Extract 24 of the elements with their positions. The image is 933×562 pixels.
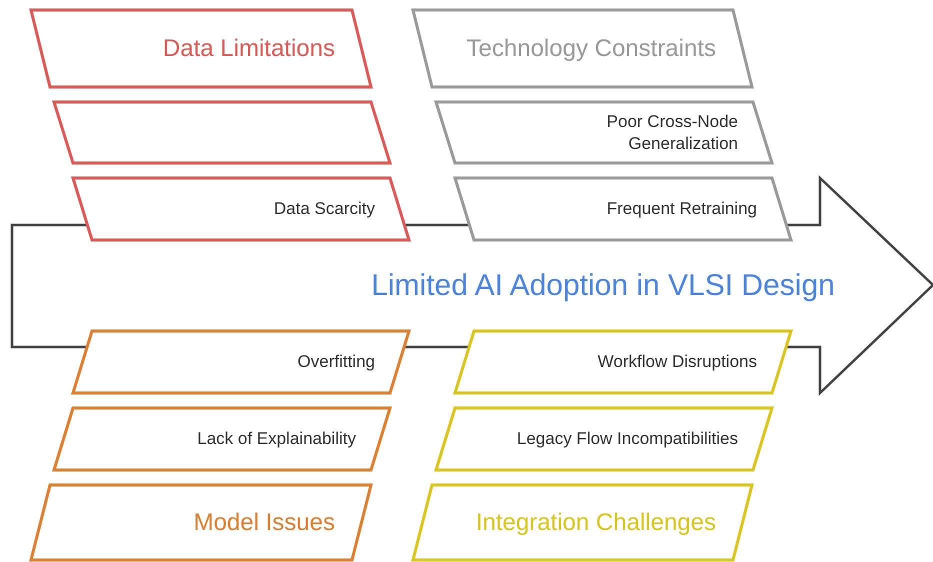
category-heading: Model Issues <box>192 508 335 538</box>
parallelogram-box <box>413 10 752 87</box>
parallelogram-box <box>455 178 791 240</box>
parallelogram-box <box>54 408 390 470</box>
category-heading: Technology Constraints <box>466 34 716 64</box>
category-heading: Integration Challenges <box>474 508 716 538</box>
main-title: Limited AI Adoption in VLSI Design <box>370 268 836 304</box>
parallelogram-box <box>31 485 371 560</box>
parallelogram-box <box>31 10 371 87</box>
parallelogram-box <box>413 485 752 560</box>
cause-text: Lack of Explainability <box>196 428 356 450</box>
parallelogram-box <box>73 178 409 240</box>
cause-text: Legacy Flow Incompatibilities <box>516 428 738 450</box>
parallelogram-box <box>436 102 772 163</box>
cause-text: Data Scarcity <box>272 198 375 220</box>
cause-text: Poor Cross-Node Generalization <box>606 110 738 154</box>
cause-text: Workflow Disruptions <box>596 350 757 373</box>
cause-text: Frequent Retraining <box>606 198 757 220</box>
parallelogram-box <box>73 331 409 393</box>
category-heading: Data Limitations <box>162 34 335 64</box>
cause-text: Overfitting <box>296 350 375 373</box>
parallelogram-box <box>436 408 772 470</box>
parallelogram-box <box>54 102 390 163</box>
parallelogram-box <box>455 331 791 393</box>
